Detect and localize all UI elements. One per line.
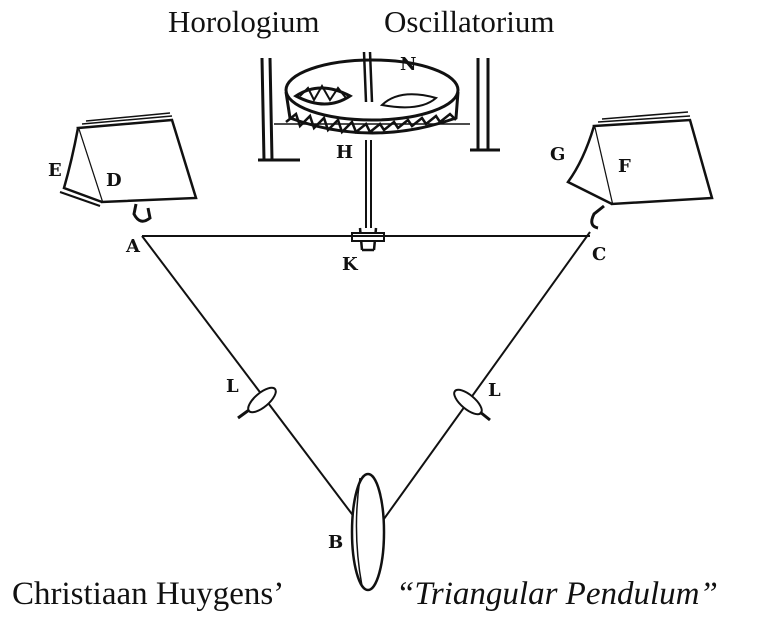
clock-frame-left xyxy=(258,57,300,162)
cheek-left xyxy=(59,112,198,207)
string-right xyxy=(375,231,591,531)
label-b: B xyxy=(328,532,344,553)
inner-ring xyxy=(293,86,353,106)
hook-right xyxy=(590,204,605,230)
pendulum-bob xyxy=(350,472,386,592)
label-g: G xyxy=(550,144,566,165)
escape-wheel xyxy=(284,58,460,122)
escape-wheel-rim xyxy=(284,91,460,135)
clock-mechanism xyxy=(258,51,500,252)
verge-post xyxy=(362,51,374,103)
verge-rod xyxy=(365,140,372,228)
caption-work: “Triangular Pendulum” xyxy=(396,576,718,612)
caption-bar: Christiaan Huygens’ “Triangular Pendulum… xyxy=(0,576,774,618)
weight-left xyxy=(237,386,277,420)
clock-frame-right xyxy=(470,58,500,152)
strings xyxy=(141,231,591,531)
label-l-right: L xyxy=(488,380,501,401)
zigzag-spring xyxy=(299,83,347,103)
crown-teeth xyxy=(285,111,457,135)
string-left xyxy=(141,235,365,531)
label-l-left: L xyxy=(226,376,239,397)
label-e: E xyxy=(48,160,62,181)
label-n: N xyxy=(400,54,417,75)
label-f: F xyxy=(618,156,631,177)
wheel-window xyxy=(379,93,439,109)
label-a: A xyxy=(126,236,140,257)
label-h: H xyxy=(336,142,354,163)
label-d: D xyxy=(106,170,122,191)
cheek-right xyxy=(566,111,714,206)
title-horologium: Horologium xyxy=(168,4,320,39)
title-oscillatorium: Oscillatorium xyxy=(384,4,555,39)
label-c: C xyxy=(592,244,607,265)
hook-left xyxy=(132,203,152,223)
title-bar: Horologium Oscillatorium xyxy=(0,4,774,48)
label-k: K xyxy=(342,254,358,275)
weight-right xyxy=(453,388,491,422)
caption-author: Christiaan Huygens’ xyxy=(12,576,285,612)
